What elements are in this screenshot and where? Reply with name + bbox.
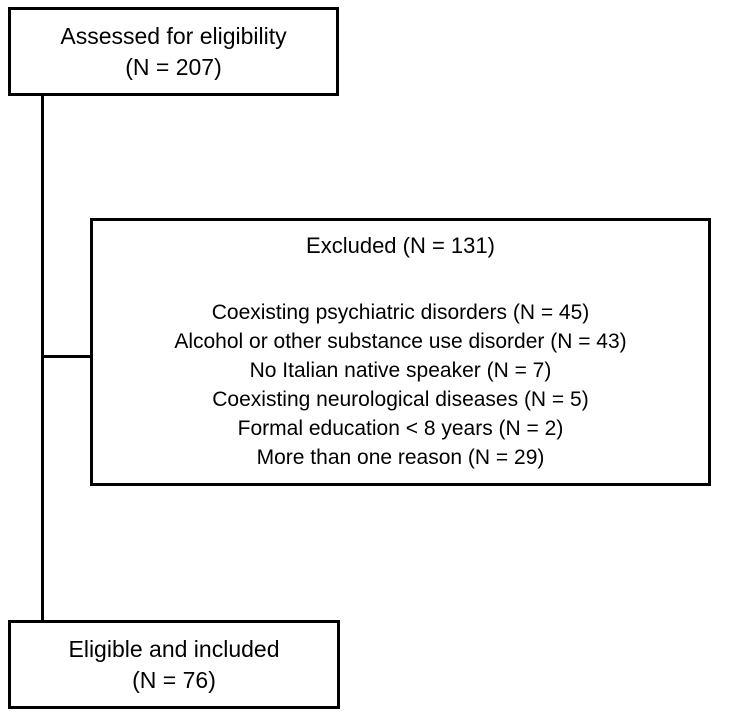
connector-horizontal-line — [41, 355, 90, 358]
excluded-box: Excluded (N = 131) Coexisting psychiatri… — [90, 218, 711, 486]
assessed-box-line2: (N = 207) — [125, 53, 222, 80]
exclusion-reason: No Italian native speaker (N = 7) — [249, 359, 552, 382]
exclusion-reasons-list: Coexisting psychiatric disorders (N = 45… — [93, 298, 708, 472]
exclusion-reason: Formal education < 8 years (N = 2) — [237, 417, 564, 440]
exclusion-reason: Alcohol or other substance use disorder … — [174, 330, 627, 353]
included-box-line2: (N = 76) — [132, 666, 216, 693]
excluded-box-title: Excluded (N = 131) — [306, 233, 495, 258]
assessed-box: Assessed for eligibility (N = 207) — [8, 7, 339, 96]
included-box-line1: Eligible and included — [68, 635, 280, 662]
assessed-box-line1: Assessed for eligibility — [60, 22, 287, 49]
exclusion-reason: More than one reason (N = 29) — [256, 446, 545, 469]
connector-vertical-line — [41, 96, 44, 620]
included-box: Eligible and included (N = 76) — [8, 620, 340, 709]
exclusion-reason: Coexisting neurological diseases (N = 5) — [212, 388, 589, 411]
exclusion-reason: Coexisting psychiatric disorders (N = 45… — [211, 301, 590, 324]
